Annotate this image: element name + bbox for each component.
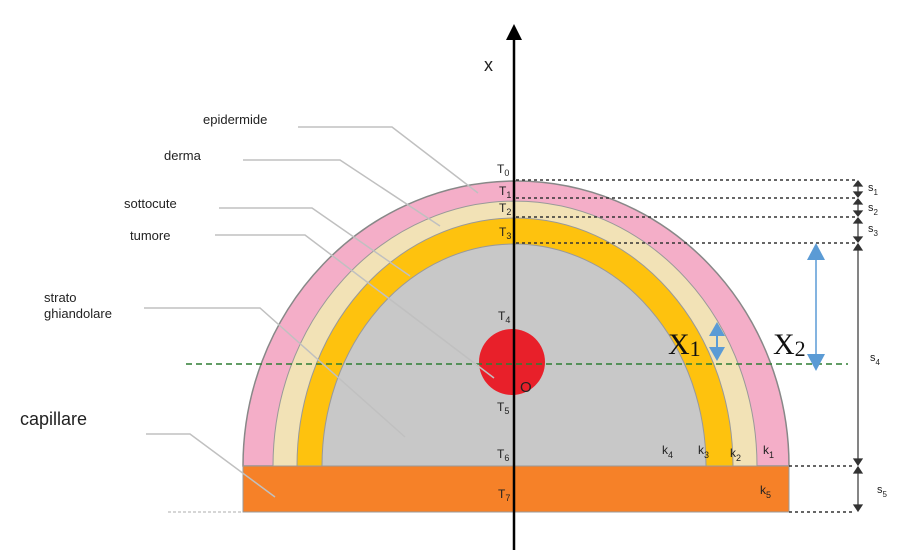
- conductivity-labels: k4 k3 k2 k1 k5: [662, 443, 774, 500]
- interface-label-T2: T2: [499, 201, 511, 217]
- x1-arrow: [709, 322, 725, 361]
- leader-strato: [144, 307, 406, 438]
- interface-label-T3: T3: [499, 225, 511, 241]
- capillare-layer: [242, 465, 790, 513]
- conductivity-label-k5: k5: [760, 483, 771, 500]
- thickness-brackets: [852, 180, 864, 513]
- label-sottocute: sottocute: [124, 196, 177, 211]
- level-lines: [516, 179, 855, 513]
- leader-tumore: [215, 234, 495, 379]
- tumor-dot: [479, 329, 545, 395]
- leader-epidermide: [298, 126, 479, 194]
- label-origin: O: [520, 379, 532, 396]
- leader-derma: [243, 159, 441, 227]
- distance-label-X2: X2: [773, 328, 806, 361]
- interface-label-T6: T6: [497, 447, 509, 463]
- label-strato-line1: strato: [44, 290, 77, 305]
- label-strato-line2: ghiandolare: [44, 306, 112, 321]
- label-epidermide: epidermide: [203, 112, 267, 127]
- interface-label-T5: T5: [497, 400, 509, 416]
- interface-label-T1: T1: [499, 184, 511, 200]
- interface-label-T4: T4: [498, 309, 510, 325]
- label-derma: derma: [164, 148, 202, 163]
- x2-arrow: [807, 243, 825, 371]
- distance-label-X1: X1: [668, 328, 701, 361]
- conductivity-label-k2: k2: [730, 446, 741, 463]
- conductivity-label-k4: k4: [662, 443, 673, 460]
- thickness-label-s2: s2: [868, 202, 879, 217]
- x-axis-arrowhead: [506, 24, 522, 40]
- interface-label-T0: T0: [497, 162, 509, 178]
- leader-capillare: [146, 433, 276, 498]
- leader-sottocute: [219, 207, 411, 277]
- thickness-label-s3: s3: [868, 223, 879, 238]
- thickness-label-s5: s5: [877, 484, 888, 499]
- distance-labels: X1 X2: [668, 328, 806, 361]
- label-capillare: capillare: [20, 409, 87, 429]
- interface-label-T7: T7: [498, 487, 510, 503]
- thickness-label-s4: s4: [870, 352, 881, 367]
- label-axis-x: x: [484, 55, 493, 75]
- conductivity-label-k1: k1: [763, 443, 774, 460]
- thickness-labels: s1 s2 s3 s4 s5: [868, 182, 888, 499]
- thickness-label-s1: s1: [868, 182, 879, 197]
- leader-lines: [144, 126, 495, 498]
- label-tumore: tumore: [130, 228, 170, 243]
- conductivity-label-k3: k3: [698, 443, 709, 460]
